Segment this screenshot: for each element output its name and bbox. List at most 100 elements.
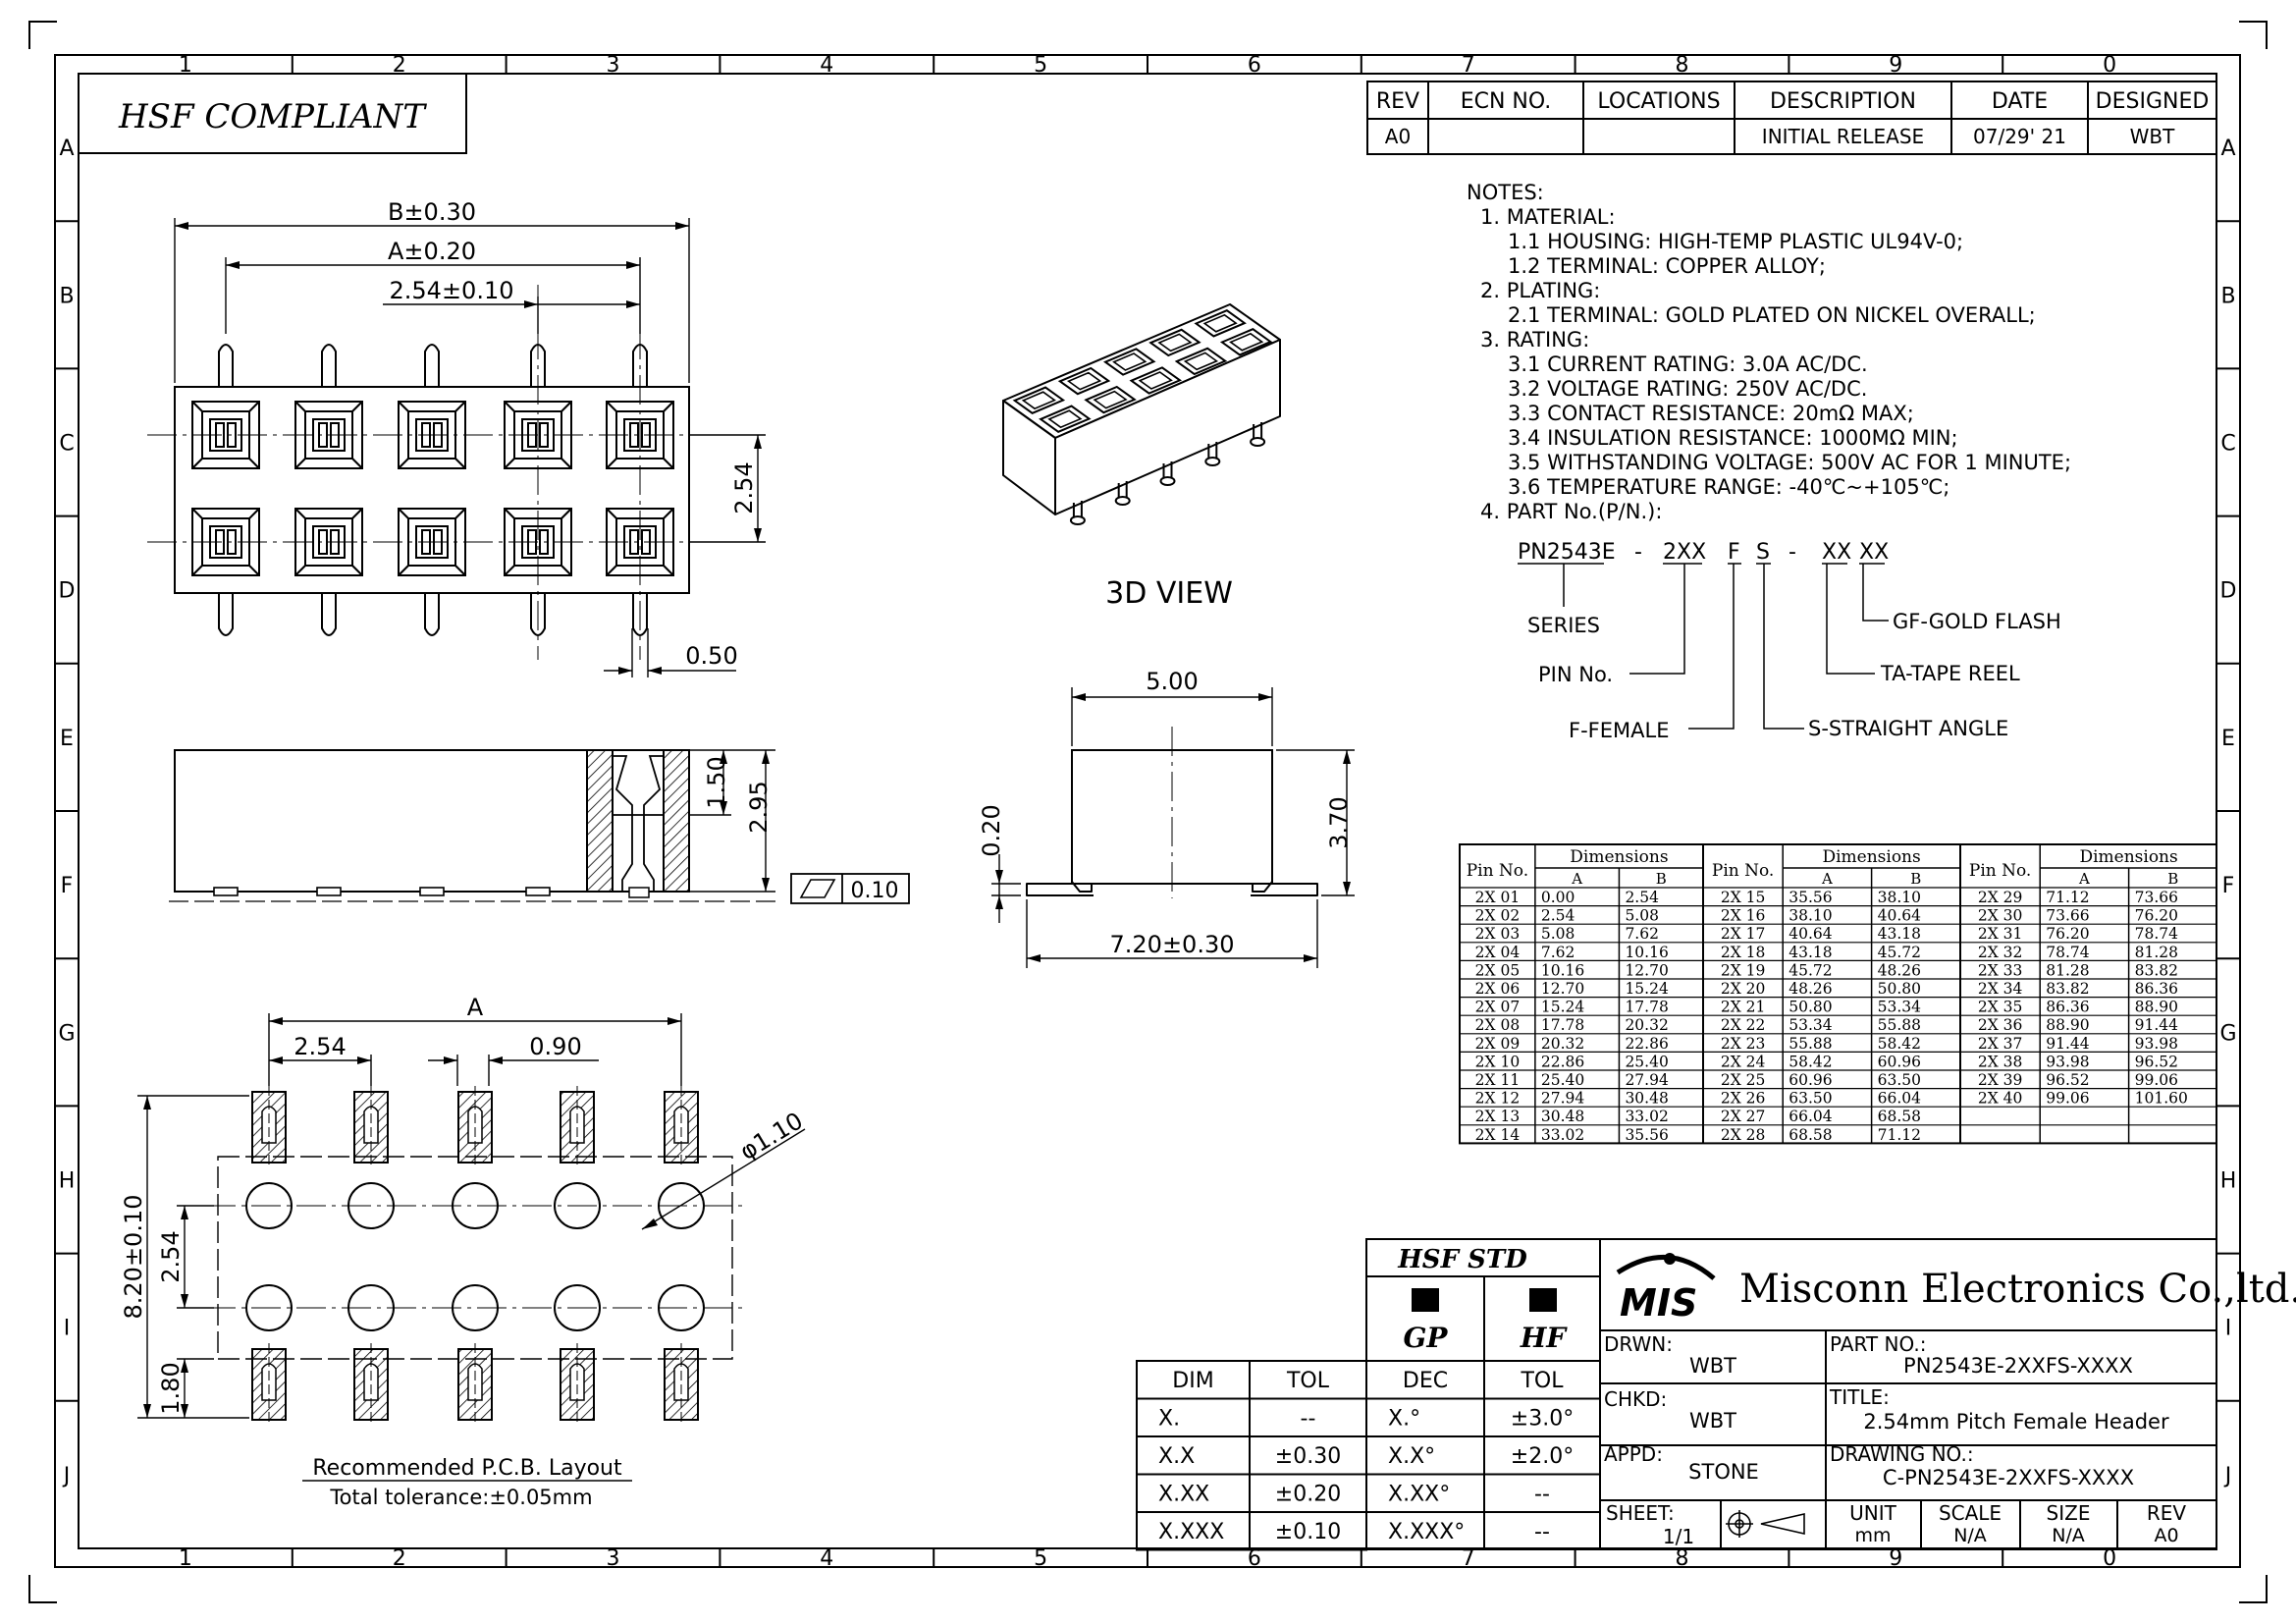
grid-row-right: J [2223, 1464, 2232, 1489]
dim-table-a: 73.66 [2046, 907, 2089, 925]
rev-header: DESCRIPTION [1770, 89, 1916, 114]
iso-holes [1012, 309, 1273, 433]
pn-straight: S [1756, 540, 1770, 565]
dim-table-a: 93.98 [2046, 1053, 2089, 1070]
hsf-dec: X.° [1388, 1407, 1420, 1432]
title-label: TITLE: [1829, 1385, 1890, 1409]
pcb-pad [664, 1086, 699, 1168]
dim-table-a: 22.86 [1541, 1053, 1584, 1070]
dim-table-a: 99.06 [2046, 1090, 2089, 1108]
hsf-tol: ±3.0° [1511, 1407, 1574, 1432]
pn-series: PN2543E [1518, 540, 1616, 565]
dim-table-b: 38.10 [1878, 889, 1921, 906]
scale-value: N/A [1953, 1525, 1987, 1546]
note-line: 3. RATING: [1480, 328, 1589, 352]
company-logo: MIS [1616, 1253, 1716, 1325]
dim-table-pin: 2X 18 [1721, 944, 1766, 961]
dim-table-pin: 2X 26 [1721, 1090, 1766, 1108]
hsf-dec: X.X° [1388, 1444, 1435, 1469]
dim-table-b: 93.98 [2135, 1035, 2178, 1053]
hsf-dec: X.XXX° [1388, 1520, 1465, 1544]
dim-table-pin: 2X 32 [1978, 944, 2023, 961]
rev-cell: WBT [2130, 125, 2175, 148]
dim-table-b: 22.86 [1625, 1035, 1668, 1053]
dim-table-b: 15.24 [1625, 980, 1669, 998]
pin-top [424, 344, 440, 387]
dim-table-dim-header: Dimensions [1822, 847, 1920, 867]
side-foot [213, 887, 239, 896]
dim-table-a: 86.36 [2046, 999, 2089, 1016]
pcb-pad [251, 1086, 287, 1168]
hsf-tol: -- [1534, 1483, 1550, 1507]
grid-col-bottom: 6 [1248, 1546, 1261, 1571]
note-line: 3.6 TEMPERATURE RANGE: -40℃~+105℃; [1508, 475, 1949, 499]
top-view-centerlines [147, 285, 726, 660]
dim-table-pin: 2X 28 [1721, 1126, 1766, 1144]
dim-table-pin: 2X 25 [1721, 1071, 1766, 1089]
dim-table-b: 63.50 [1878, 1071, 1921, 1089]
legend-female: F-FEMALE [1569, 719, 1669, 742]
dim-370: 3.70 [1325, 796, 1353, 848]
dim-table-b: 73.66 [2135, 889, 2178, 906]
note-line: NOTES: [1467, 181, 1544, 204]
tol-value: ±0.30 [1275, 1444, 1341, 1469]
dim-table-pin: 2X 36 [1978, 1016, 2023, 1034]
scale-label: SCALE [1939, 1501, 2002, 1525]
side-foot [419, 887, 445, 896]
note-line: 3.5 WITHSTANDING VOLTAGE: 500V AC FOR 1 … [1508, 451, 2071, 474]
dim-table-b: 2.54 [1625, 889, 1659, 906]
iso-hole [1148, 328, 1201, 357]
pcb-dim-row: 2.54 [157, 1230, 185, 1282]
dim-table-a: 2.54 [1541, 907, 1575, 925]
tol-dim: X.X [1158, 1444, 1195, 1469]
unit-label: UNIT [1849, 1501, 1896, 1525]
dim-table-pin-header: Pin No. [1712, 861, 1774, 881]
side-view-section-right [663, 749, 690, 893]
dim-table-b: 12.70 [1625, 961, 1668, 979]
dim-table-a: 78.74 [2046, 944, 2090, 961]
iso-pins [1069, 422, 1266, 525]
top-view-housing [174, 386, 690, 594]
dim-table-b-header: B [1656, 870, 1667, 888]
dim-table-pin: 2X 07 [1475, 999, 1521, 1016]
dim-table-pin: 2X 23 [1721, 1035, 1766, 1053]
dim-table-a: 81.28 [2046, 961, 2089, 979]
side-view-feet [213, 887, 551, 896]
three-d-label: 3D VIEW [1105, 576, 1233, 611]
dim-table-pin: 2X 34 [1978, 980, 2023, 998]
dim-table-b: 71.12 [1878, 1126, 1921, 1144]
grid-col-bottom: 8 [1676, 1546, 1689, 1571]
dim-table-b: 58.42 [1878, 1035, 1921, 1053]
top-view-dimension-lines [174, 218, 766, 677]
grid-row-left: E [60, 727, 74, 751]
dim-table-pin: 2X 33 [1978, 961, 2023, 979]
dim-table-a: 15.24 [1541, 999, 1585, 1016]
dim-table-a: 40.64 [1789, 925, 1833, 943]
dim-table-pin: 2X 12 [1475, 1090, 1521, 1108]
legend-gold-flash: GF-GOLD FLASH [1893, 610, 2061, 633]
dim-table-pin: 2X 20 [1721, 980, 1766, 998]
dim-table-b: 7.62 [1625, 925, 1659, 943]
dim-table-pin: 2X 29 [1978, 889, 2023, 906]
dim-table-a: 27.94 [1541, 1090, 1585, 1108]
tol-header: TOL [1286, 1369, 1330, 1393]
legend-series: SERIES [1527, 614, 1600, 637]
dim-table-b: 43.18 [1878, 925, 1921, 943]
grid-col-bottom: 4 [820, 1546, 833, 1571]
grid-col-bottom: 1 [179, 1546, 192, 1571]
dim-table-pin: 2X 27 [1721, 1108, 1766, 1125]
gp-mark [1412, 1288, 1439, 1312]
drwn-label: DRWN: [1604, 1332, 1673, 1356]
pcb-dim-a: A [467, 994, 484, 1021]
iso-side-face [1054, 339, 1281, 515]
note-line: 2.1 TERMINAL: GOLD PLATED ON NICKEL OVER… [1508, 303, 2036, 327]
iso-hole [1084, 385, 1137, 414]
pcb-dim-180: 1.80 [157, 1362, 185, 1414]
appd-label: APPD: [1604, 1442, 1663, 1466]
flatness-value: 0.10 [851, 879, 899, 903]
grid-row-right: I [2225, 1317, 2232, 1341]
dim-table-pin: 2X 24 [1721, 1053, 1766, 1070]
dim-table-a: 17.78 [1541, 1016, 1584, 1034]
dim-150: 1.50 [703, 756, 730, 808]
